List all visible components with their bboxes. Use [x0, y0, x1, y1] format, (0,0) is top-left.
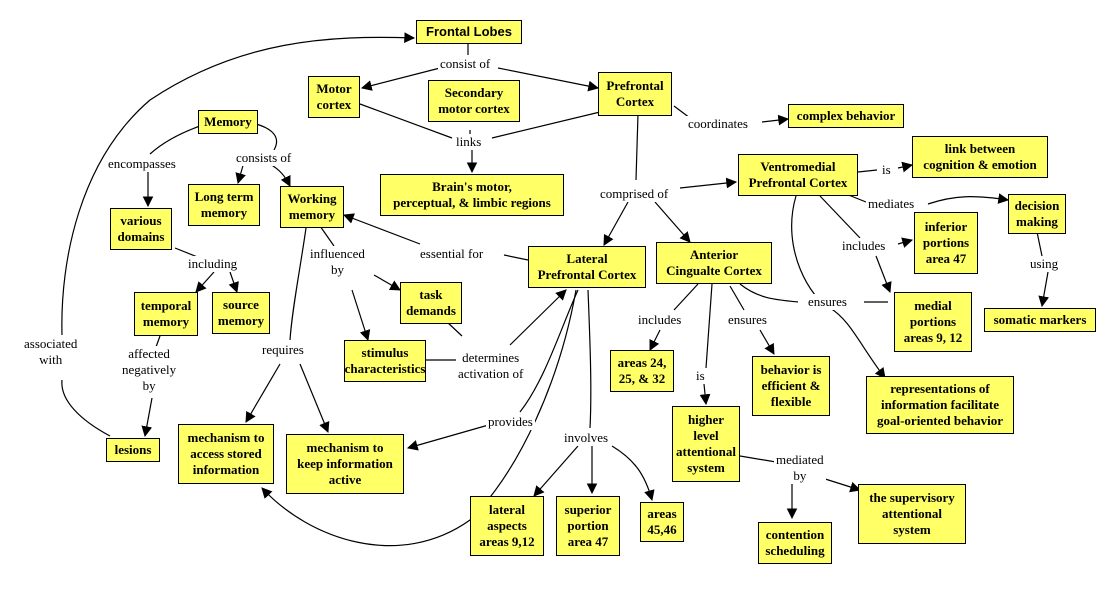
label-includes-cingulate: includes [636, 312, 684, 328]
motor-cortex-node[interactable]: Motor cortex [308, 76, 360, 118]
frontal-lobes-node[interactable]: Frontal Lobes [416, 20, 522, 44]
label-using: using [1028, 256, 1061, 272]
medial-portions-node[interactable]: medial portions areas 9, 12 [894, 292, 972, 352]
superior-portion-node[interactable]: superior portion area 47 [556, 496, 620, 556]
label-comprised-of: comprised of [598, 186, 671, 202]
label-affected-negatively-by: affected negatively by [120, 346, 179, 394]
representations-node[interactable]: representations of information facilitat… [866, 376, 1014, 434]
long-term-memory-node[interactable]: Long term memory [188, 184, 260, 226]
label-mediates: mediates [866, 196, 917, 212]
anterior-cingulate-node[interactable]: Anterior Cingualte Cortex [656, 242, 772, 284]
temporal-memory-node[interactable]: temporal memory [134, 292, 198, 336]
mechanism-access-node[interactable]: mechanism to access stored information [178, 424, 274, 484]
somatic-markers-node[interactable]: somatic markers [984, 308, 1096, 332]
supervisory-system-node[interactable]: the supervisory attentional system [858, 484, 966, 544]
label-ensures-representations: ensures [806, 294, 849, 310]
label-provides: provides [486, 414, 535, 430]
label-influenced-by: influenced by [308, 246, 367, 278]
label-essential-for: essential for [418, 246, 486, 262]
higher-level-attentional-node[interactable]: higher level attentional system [672, 406, 740, 482]
various-domains-node[interactable]: various domains [110, 208, 172, 250]
label-coordinates: coordinates [686, 116, 750, 132]
label-is-ventromedial: is [880, 162, 893, 178]
label-associated-with: associated with [22, 336, 80, 368]
label-determines-activation-of: determines activation of [456, 350, 526, 382]
working-memory-node[interactable]: Working memory [280, 186, 344, 228]
label-requires: requires [260, 342, 306, 358]
label-involves: involves [562, 430, 611, 446]
label-includes-ventromedial: includes [840, 238, 888, 254]
source-memory-node[interactable]: source memory [212, 292, 270, 334]
memory-node[interactable]: Memory [198, 110, 258, 134]
prefrontal-cortex-node[interactable]: Prefrontal Cortex [598, 72, 672, 116]
areas-45-46-node[interactable]: areas 45,46 [640, 502, 684, 542]
inferior-portions-node[interactable]: inferior portions area 47 [914, 212, 978, 274]
label-including: including [186, 256, 240, 272]
behavior-efficient-node[interactable]: behavior is efficient & flexible [752, 356, 830, 416]
ventromedial-pfc-node[interactable]: Ventromedial Prefrontal Cortex [738, 154, 858, 196]
task-demands-node[interactable]: task demands [400, 282, 462, 324]
label-is-cingulate: is [694, 368, 707, 384]
link-cognition-emotion-node[interactable]: link between cognition & emotion [912, 136, 1048, 178]
label-consist-of: consist of [438, 56, 493, 72]
label-consists-of: consists of [234, 150, 294, 166]
lateral-aspects-node[interactable]: lateral aspects areas 9,12 [470, 496, 544, 556]
mechanism-keep-node[interactable]: mechanism to keep information active [286, 434, 404, 494]
lateral-pfc-node[interactable]: Lateral Prefrontal Cortex [528, 246, 646, 288]
label-ensures-behavior: ensures [726, 312, 769, 328]
label-mediated-by: mediated by [774, 452, 826, 484]
lesions-node[interactable]: lesions [106, 438, 160, 462]
complex-behavior-node[interactable]: complex behavior [788, 104, 904, 128]
decision-making-node[interactable]: decision making [1008, 194, 1066, 234]
label-links: links [454, 134, 484, 150]
areas-24-25-32-node[interactable]: areas 24, 25, & 32 [610, 350, 674, 392]
contention-scheduling-node[interactable]: contention scheduling [758, 522, 832, 564]
label-encompasses: encompasses [106, 156, 178, 172]
brains-regions-node[interactable]: Brain's motor, perceptual, & limbic regi… [380, 174, 564, 216]
secondary-motor-cortex-node[interactable]: Secondary motor cortex [428, 80, 520, 122]
stimulus-characteristics-node[interactable]: stimulus characteristics [344, 340, 426, 382]
